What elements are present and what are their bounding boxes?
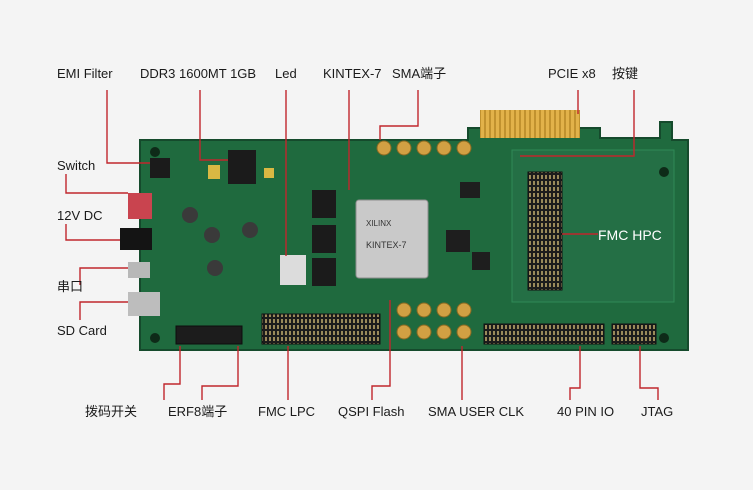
label-sma-user-clk: SMA USER CLK	[428, 404, 525, 419]
mount-hole	[150, 333, 160, 343]
fpga-brand: XILINX	[366, 219, 392, 228]
label-pcie: PCIE x8	[548, 66, 596, 81]
label-40-pin-io: 40 PIN IO	[557, 404, 615, 419]
ddr3-chip	[312, 225, 336, 253]
mount-hole	[150, 147, 160, 157]
ic-chip	[446, 230, 470, 252]
label-sma: SMA端子	[392, 66, 447, 81]
ddr3-chip	[312, 190, 336, 218]
ic-chip	[472, 252, 490, 270]
label-ddr3: DDR3 1600MT 1GB	[140, 66, 257, 81]
label-qspi-flash: QSPI Flash	[338, 404, 405, 419]
label-switch: Switch	[57, 158, 96, 173]
io40-header	[483, 323, 605, 345]
dc-jack	[120, 228, 152, 250]
leader-lines	[65, 90, 659, 400]
label-fmc-hpc: FMC HPC	[598, 227, 662, 243]
inductor	[242, 222, 258, 238]
capacitor	[208, 165, 220, 179]
label-12v-dc: 12V DC	[57, 208, 103, 223]
sma-top-row	[376, 140, 472, 156]
capacitor	[264, 168, 274, 178]
jtag-header	[611, 323, 657, 345]
ic-chip	[460, 182, 480, 198]
mount-hole	[659, 167, 669, 177]
label-sd-card: SD Card	[57, 323, 107, 338]
inductor	[204, 227, 220, 243]
fpga-family: KINTEX-7	[366, 240, 407, 250]
inductor	[207, 260, 223, 276]
label-led: Led	[275, 66, 297, 81]
ddr3-chip	[228, 150, 256, 184]
label-kintex7: KINTEX-7	[323, 66, 382, 81]
fpga-package	[355, 199, 429, 279]
sma-bottom-grid	[396, 302, 472, 340]
sd-slot	[128, 292, 160, 316]
label-erf8: ERF8端子	[168, 404, 228, 419]
label-emi-filter: EMI Filter	[57, 66, 113, 81]
label-serial: 串口	[57, 279, 84, 294]
fmc-lpc-connector	[261, 313, 381, 345]
emi-filter-part	[150, 158, 170, 178]
label-button: 按键	[612, 66, 639, 81]
fmc-hpc-connector	[527, 171, 563, 291]
pcie-gold-fingers	[480, 110, 580, 138]
inductor	[182, 207, 198, 223]
label-jtag: JTAG	[641, 404, 674, 419]
led-strip	[280, 255, 306, 285]
erf8-connector	[175, 325, 243, 345]
mount-hole	[659, 333, 669, 343]
dip-switch-red	[128, 193, 152, 219]
label-fmc-lpc: FMC LPC	[258, 404, 316, 419]
usb-port	[128, 262, 150, 278]
ddr3-chip	[312, 258, 336, 286]
label-dip-switch: 拨码开关	[85, 404, 138, 419]
